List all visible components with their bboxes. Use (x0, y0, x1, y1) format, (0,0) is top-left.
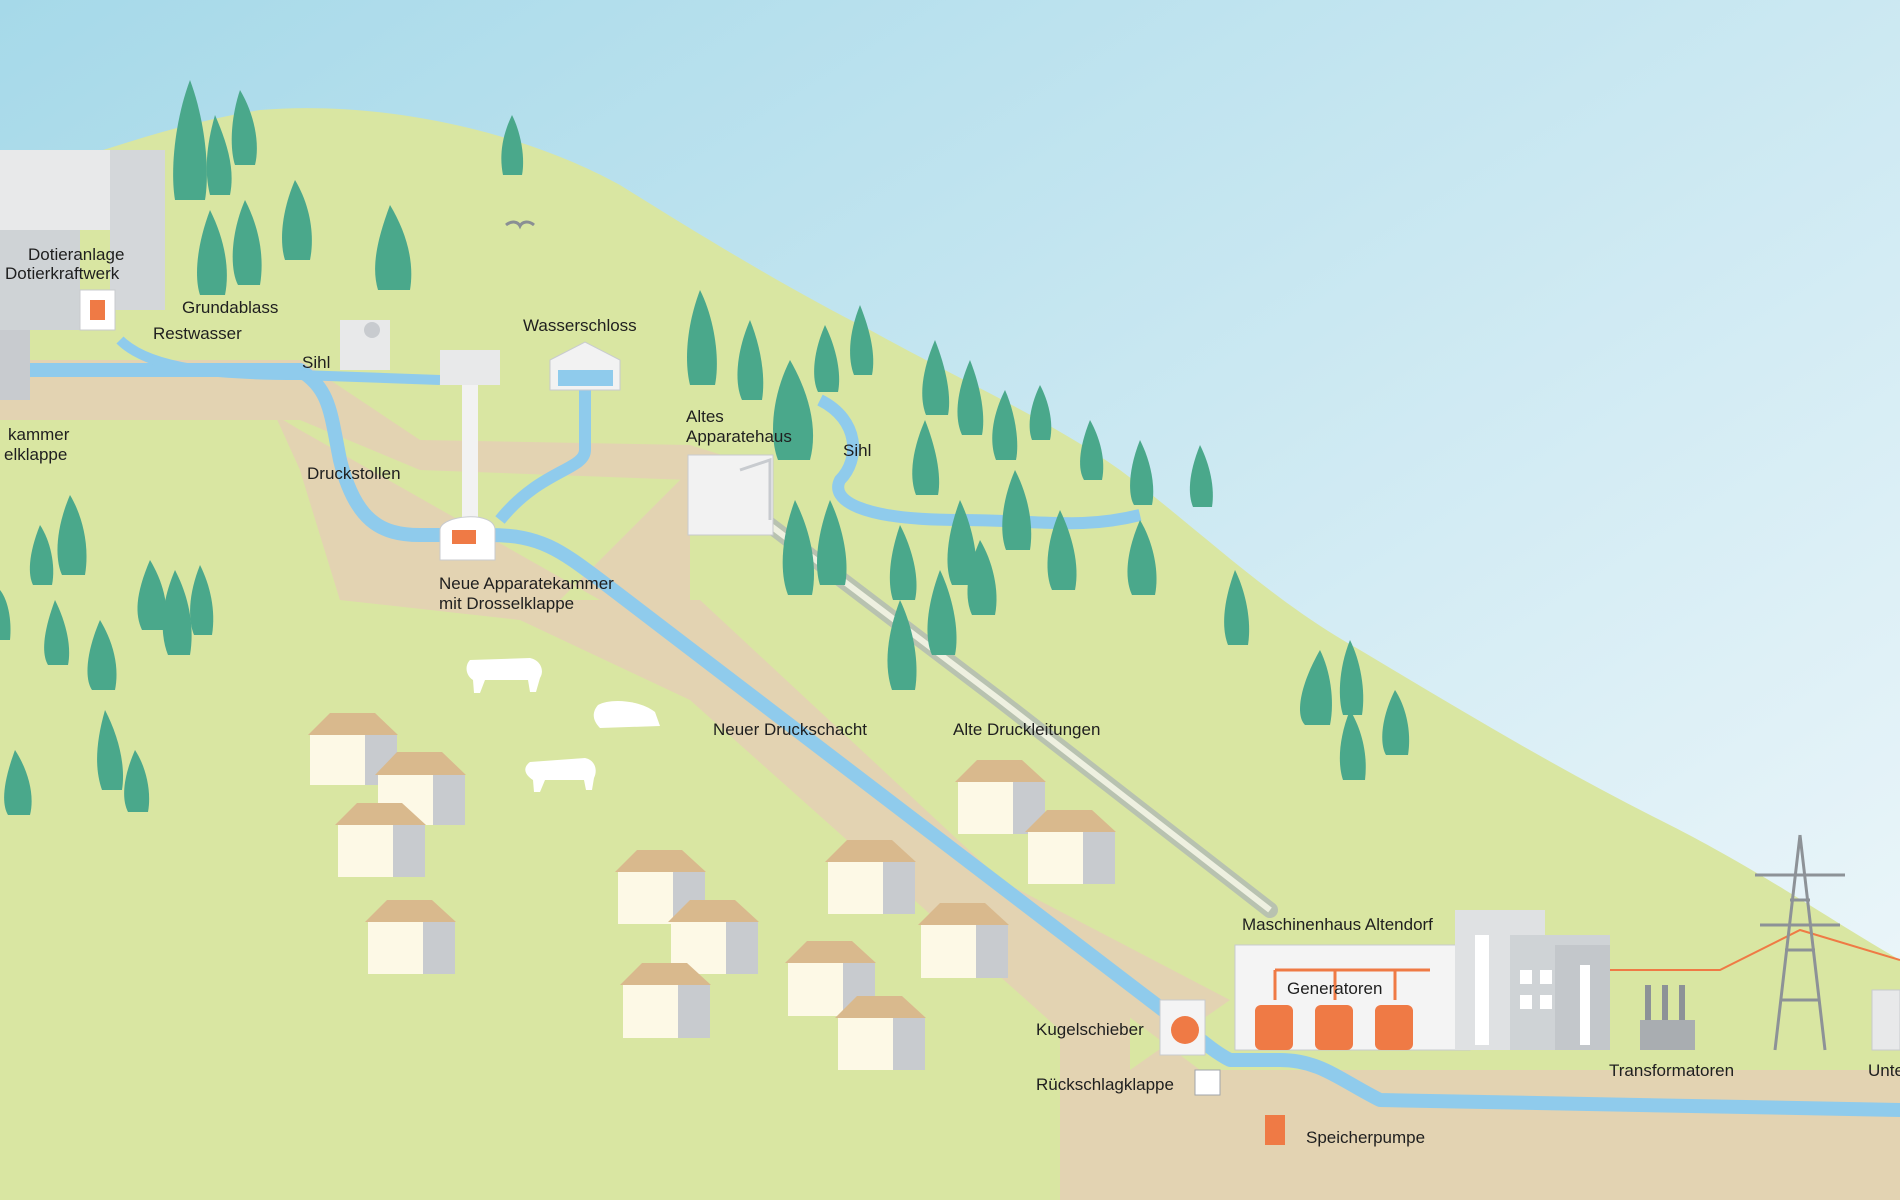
druckstollen-pipe (0, 363, 1900, 1117)
soil-band (0, 360, 770, 480)
label-sihl-right: Sihl (843, 441, 872, 460)
power-pylon (1755, 834, 1900, 1051)
label-altes-apparatehaus-2: Apparatehaus (686, 427, 792, 446)
label-transformatoren: Transformatoren (1609, 1061, 1735, 1080)
maschinenhaus (1159, 910, 1610, 1145)
label-neuer-druckschacht: Neuer Druckschacht (713, 720, 868, 739)
label-altes-apparatehaus-1: Altes (686, 407, 724, 426)
trees (0, 80, 1410, 815)
label-dotieranlage: Dotieranlage (28, 245, 125, 264)
label-wasserschloss: Wasserschloss (523, 316, 637, 335)
soil-shaft (300, 470, 1130, 1200)
label-kugelschieber: Kugelschieber (1036, 1020, 1144, 1039)
label-apparatekammer-left-1: kammer (8, 425, 70, 444)
altes-apparatehaus (687, 454, 774, 536)
river-sihl (116, 336, 441, 385)
cows (466, 658, 660, 792)
label-neue-apparatekammer-1: Neue Apparatekammer (439, 574, 614, 593)
label-dotierkraftwerk: Dotierkraftwerk (5, 264, 120, 283)
label-maschinenhaus: Maschinenhaus Altendorf (1242, 915, 1433, 934)
label-unterwerk-partial: Unte (1868, 1061, 1900, 1080)
wasserschloss-building (440, 341, 621, 391)
wasserschloss-connector (495, 380, 591, 524)
label-neue-apparatekammer-2: mit Drosselklappe (439, 594, 575, 613)
label-rueckschlagklappe: Rückschlagklappe (1036, 1075, 1174, 1094)
label-alte-druckleitungen: Alte Druckleitungen (953, 720, 1101, 739)
label-druckstollen: Druckstollen (307, 464, 401, 483)
label-restwasser: Restwasser (153, 324, 242, 343)
houses (308, 713, 1116, 1070)
soil-upper (0, 360, 1900, 1200)
label-grundablass: Grundablass (182, 298, 279, 317)
label-apparatekammer-left-2: elklappe (4, 445, 68, 464)
label-generatoren: Generatoren (1287, 979, 1383, 998)
label-sihl-top: Sihl (302, 353, 331, 372)
neue-apparatekammer (439, 516, 496, 561)
transformatoren (1610, 928, 1900, 1050)
bird (505, 220, 535, 230)
dam-facility (0, 150, 390, 400)
label-speicherpumpe: Speicherpumpe (1306, 1128, 1426, 1147)
